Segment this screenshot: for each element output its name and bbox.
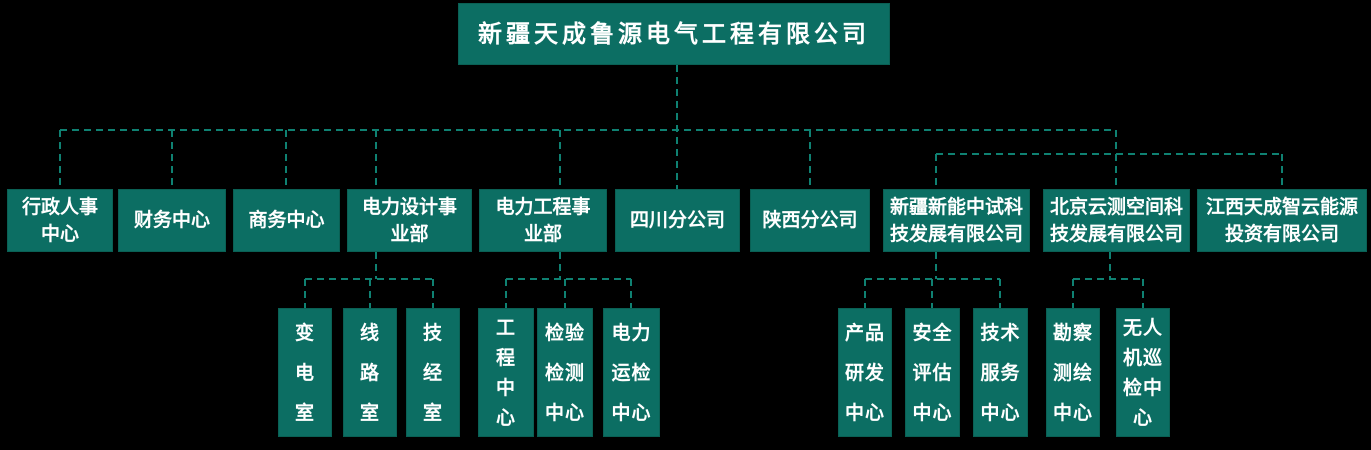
- org-node-yunjian: 电力运检中心: [603, 308, 660, 437]
- org-node-sichuan-label: 四川分公司: [629, 209, 725, 231]
- org-node-wurenji-label: 心: [1132, 406, 1153, 429]
- org-node-biandian-label: 电: [294, 361, 315, 384]
- org-node-kancha-label: 测绘: [1052, 361, 1093, 384]
- org-node-beijing_yunce-label: 技发展有限公司: [1049, 222, 1183, 245]
- org-node-kancha: 勘察测绘中心: [1046, 308, 1100, 437]
- org-node-caiwu: 财务中心: [118, 189, 226, 252]
- org-node-anquan-label: 评估: [912, 361, 953, 384]
- org-node-yunjian-label: 运检: [611, 361, 652, 384]
- org-node-anquan-label: 中心: [912, 401, 953, 424]
- org-node-xianlu: 线路室: [343, 308, 397, 437]
- org-node-yunjian-label: 中心: [611, 401, 652, 424]
- org-node-xianlu-label: 室: [359, 401, 380, 424]
- org-node-jijing-label: 室: [422, 401, 443, 424]
- org-node-anquan-label: 安全: [912, 321, 953, 344]
- org-node-biandian-label: 室: [294, 401, 315, 424]
- org-node-chanpin-label: 中心: [844, 401, 885, 424]
- org-node-xinjiang_xinneng-label: 新疆新能中试科: [889, 195, 1023, 218]
- org-node-sheji: 电力设计事业部: [347, 189, 472, 252]
- org-node-wurenji-label: 无人: [1122, 316, 1163, 339]
- org-node-xingzheng: 行政人事中心: [7, 189, 113, 252]
- org-node-chanpin-label: 研发: [844, 361, 885, 384]
- org-node-sheji-label: 业部: [390, 222, 429, 245]
- org-node-gongcheng_center-label: 程: [495, 346, 516, 369]
- org-node-jijing-label: 技: [422, 321, 443, 344]
- org-node-xinjiang_xinneng: 新疆新能中试科技发展有限公司: [883, 189, 1030, 252]
- org-node-gongcheng_center-label: 中: [495, 376, 516, 399]
- org-node-root: 新疆天成鲁源电气工程有限公司: [458, 3, 890, 65]
- org-node-beijing_yunce: 北京云测空间科技发展有限公司: [1043, 189, 1190, 252]
- org-node-gongcheng-label: 电力工程事: [495, 195, 591, 218]
- org-node-kancha-label: 中心: [1052, 401, 1093, 424]
- org-node-wurenji-label: 检中: [1122, 376, 1163, 399]
- org-node-jianyan-label: 检测: [544, 361, 585, 384]
- org-node-jiangxi_tiancheng: 江西天成智云能源投资有限公司: [1197, 189, 1367, 252]
- org-node-gongcheng: 电力工程事业部: [479, 189, 607, 252]
- org-node-jianyan: 检验检测中心: [537, 308, 593, 437]
- org-node-xinjiang_xinneng-label: 技发展有限公司: [889, 222, 1023, 245]
- org-node-jishu: 技术服务中心: [973, 308, 1028, 437]
- org-node-anquan: 安全评估中心: [905, 308, 960, 437]
- org-node-wurenji: 无人机巡检中心: [1116, 308, 1170, 437]
- org-node-shaanxi: 陕西分公司: [750, 189, 870, 252]
- org-node-sichuan: 四川分公司: [615, 189, 740, 252]
- org-node-shaanxi-label: 陕西分公司: [762, 209, 858, 231]
- org-node-jijing: 技经室: [406, 308, 460, 437]
- org-node-jianyan-label: 检验: [544, 321, 585, 344]
- org-node-kancha-label: 勘察: [1052, 321, 1093, 344]
- org-node-gongcheng_center-label: 工: [495, 316, 516, 339]
- org-node-biandian-label: 变: [294, 321, 315, 344]
- org-node-xingzheng-label: 中心: [40, 222, 79, 245]
- org-node-jishu-label: 中心: [980, 401, 1021, 424]
- org-node-yunjian-label: 电力: [611, 321, 652, 344]
- org-node-xianlu-label: 路: [359, 361, 380, 384]
- org-node-biandian: 变电室: [278, 308, 332, 437]
- org-node-chanpin: 产品研发中心: [838, 308, 892, 437]
- org-node-chanpin-label: 产品: [844, 321, 885, 344]
- org-node-jijing-label: 经: [422, 361, 443, 384]
- org-node-beijing_yunce-label: 北京云测空间科: [1049, 195, 1183, 218]
- org-node-gongcheng_center-label: 心: [495, 406, 516, 429]
- org-node-xianlu-label: 线: [359, 321, 380, 344]
- org-node-wurenji-label: 机巡: [1122, 346, 1163, 369]
- org-node-shangwu-label: 商务中心: [248, 209, 325, 231]
- org-node-jishu-label: 技术: [980, 321, 1021, 344]
- org-node-jishu-label: 服务: [980, 361, 1021, 384]
- org-node-gongcheng_center: 工程中心: [478, 308, 534, 437]
- org-node-xingzheng-label: 行政人事: [21, 195, 98, 218]
- org-node-jiangxi_tiancheng-label: 投资有限公司: [1224, 222, 1339, 245]
- org-node-sheji-label: 电力设计事: [361, 195, 457, 218]
- org-node-gongcheng-label: 业部: [523, 222, 562, 245]
- org-node-root-label: 新疆天成鲁源电气工程有限公司: [478, 20, 870, 48]
- org-node-jianyan-label: 中心: [544, 401, 585, 424]
- org-node-caiwu-label: 财务中心: [133, 209, 210, 231]
- org-node-shangwu: 商务中心: [233, 189, 340, 252]
- org-node-jiangxi_tiancheng-label: 江西天成智云能源: [1205, 195, 1358, 218]
